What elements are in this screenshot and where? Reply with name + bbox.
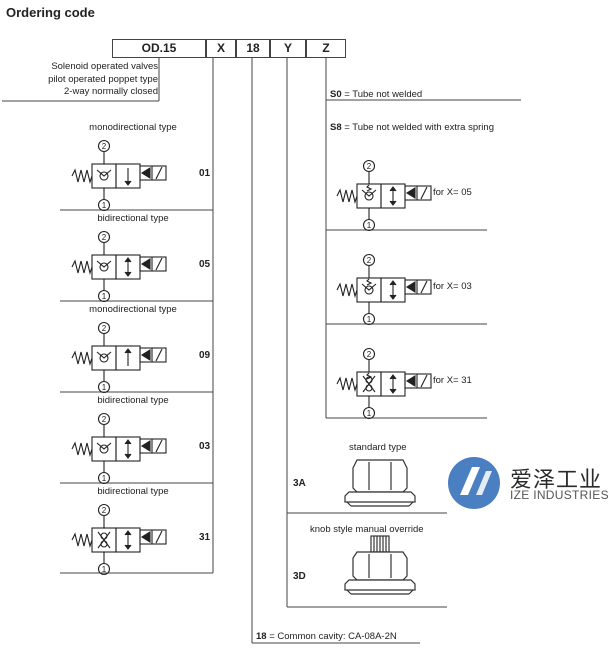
z-option-text: = Tube not welded with extra spring <box>341 122 494 133</box>
code-box-x: X <box>206 39 236 58</box>
valve-symbol-mono: 21 <box>71 139 167 212</box>
x-option-code: 01 <box>199 168 211 179</box>
z-option-code: S0 <box>330 89 342 100</box>
svg-text:2: 2 <box>102 506 107 515</box>
svg-text:1: 1 <box>102 292 107 301</box>
svg-text:1: 1 <box>367 315 372 324</box>
z-option-s0: S0 = Tube not welded <box>330 89 422 100</box>
code-box-cavity: 18 <box>236 39 270 58</box>
valve-symbol-mono: 21 <box>71 321 167 394</box>
x-option-code: 31 <box>199 532 211 543</box>
brand-name-cn: 爱泽工业 <box>510 468 603 493</box>
svg-text:2: 2 <box>367 256 372 265</box>
x-option-code: 03 <box>199 441 211 452</box>
x-option-label: monodirectional type <box>89 122 177 133</box>
cavity-code: 18 <box>256 631 267 642</box>
description-line: pilot operated poppet type <box>48 73 158 85</box>
code-box-y: Y <box>270 39 306 58</box>
z-option-code: S8 <box>330 122 342 133</box>
y-option-code: 3A <box>293 478 306 489</box>
y-option-label: standard type <box>349 442 407 453</box>
description-line: Solenoid operated valves <box>51 61 158 72</box>
page-title: Ordering code <box>6 5 95 20</box>
valve-symbol-bi-cross: 21 <box>71 503 167 576</box>
svg-text:2: 2 <box>102 142 107 151</box>
code-box-series: OD.15 <box>112 39 206 58</box>
description-line: 2-way normally closed <box>64 86 158 97</box>
svg-text:2: 2 <box>102 324 107 333</box>
y-option-label: knob style manual override <box>310 524 424 535</box>
valve-symbol-s8: 21 <box>336 159 432 232</box>
svg-text:2: 2 <box>367 350 372 359</box>
y-option-code: 3D <box>293 571 306 582</box>
brand-name-en: IZE INDUSTRIES <box>510 488 609 502</box>
svg-text:1: 1 <box>102 474 107 483</box>
valve-symbol-bi: 21 <box>71 230 167 303</box>
z-option-text: = Tube not welded <box>341 89 423 100</box>
svg-text:1: 1 <box>102 201 107 210</box>
svg-text:2: 2 <box>102 233 107 242</box>
z-option-s8: S8 = Tube not welded with extra spring <box>330 122 494 133</box>
svg-text:1: 1 <box>102 565 107 574</box>
cavity-text: = Common cavity: CA-08A-2N <box>266 631 397 642</box>
svg-text:2: 2 <box>367 162 372 171</box>
cavity-option: 18 = Common cavity: CA-08A-2N <box>256 631 397 642</box>
valve-symbol-s8: 21 <box>336 253 432 326</box>
coil-standard-illustration <box>344 459 416 507</box>
x-option-code: 09 <box>199 350 211 361</box>
s8-variant-label: for X= 05 <box>433 187 472 198</box>
brand-logo-icon <box>448 457 500 509</box>
valve-symbol-s8: 21 <box>336 347 432 420</box>
svg-text:1: 1 <box>367 221 372 230</box>
s8-variant-label: for X= 31 <box>433 375 472 386</box>
x-option-code: 05 <box>199 259 211 270</box>
code-box-z: Z <box>306 39 346 58</box>
coil-knob-illustration <box>344 535 416 595</box>
x-option-label: monodirectional type <box>89 304 177 315</box>
x-option-label: bidirectional type <box>97 213 169 224</box>
x-option-label: bidirectional type <box>97 395 169 406</box>
x-option-label: bidirectional type <box>97 486 169 497</box>
s8-variant-label: for X= 03 <box>433 281 472 292</box>
svg-text:2: 2 <box>102 415 107 424</box>
series-description: Solenoid operated valves pilot operated … <box>10 61 158 99</box>
svg-text:1: 1 <box>102 383 107 392</box>
svg-text:1: 1 <box>367 409 372 418</box>
valve-symbol-bi: 21 <box>71 412 167 485</box>
